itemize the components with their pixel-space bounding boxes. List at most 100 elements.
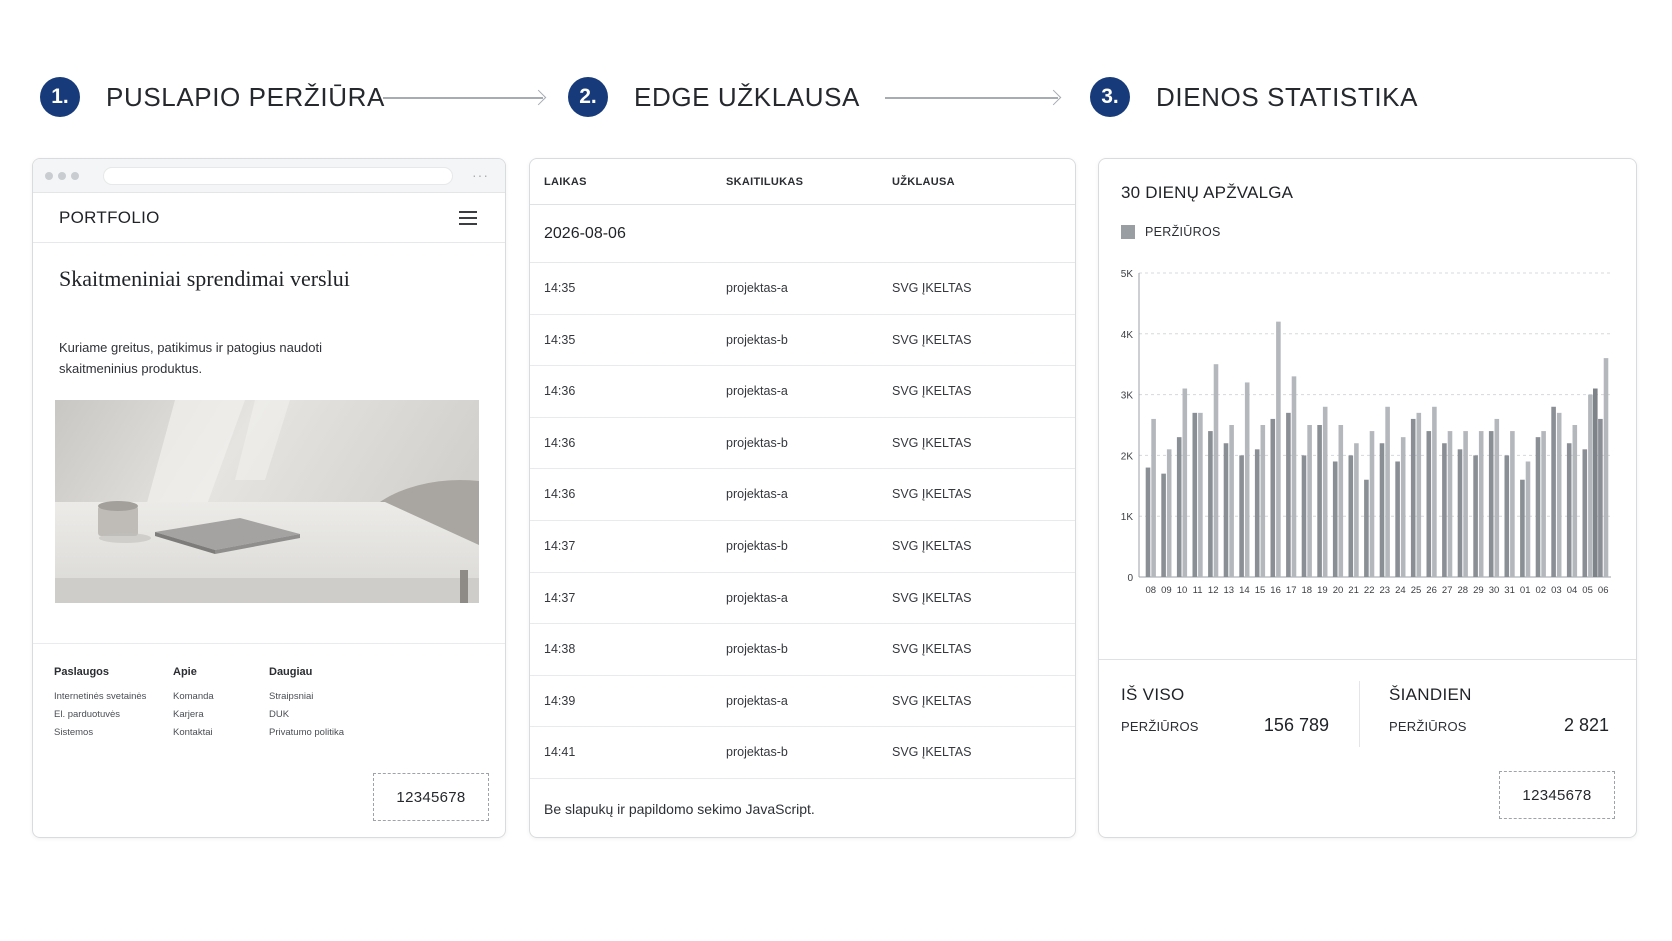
chart-bar — [1582, 449, 1588, 577]
footer-column-more: Daugiau Straipsniai DUK Privatumo politi… — [269, 666, 344, 742]
x-tick-label: 21 — [1348, 585, 1359, 596]
chart-bar — [1369, 431, 1375, 577]
chart-bar — [1447, 431, 1453, 577]
cell-request: SVG ĮKELTAS — [892, 538, 972, 553]
chart-bar — [1603, 358, 1609, 577]
cell-request: SVG ĮKELTAS — [892, 384, 972, 399]
step-1-header: 1. PUSLAPIO PERŽIŪRA — [40, 76, 385, 118]
x-tick-label: 10 — [1177, 585, 1188, 596]
x-tick-label: 20 — [1333, 585, 1344, 596]
cell-time: 14:37 — [544, 538, 576, 553]
x-tick-label: 13 — [1224, 585, 1235, 596]
cell-request: SVG ĮKELTAS — [892, 281, 972, 295]
x-tick-label: 22 — [1364, 585, 1375, 596]
y-tick-label: 4K — [1121, 330, 1134, 341]
chart-bar — [1166, 449, 1172, 577]
footer-link[interactable]: Straipsniai — [269, 691, 314, 702]
chart-bar — [1541, 431, 1546, 577]
x-tick-label: 03 — [1551, 585, 1562, 596]
legend-label: PERŽIŪROS — [1145, 225, 1221, 239]
chart-bar — [1307, 425, 1312, 577]
chart-bar — [1457, 449, 1463, 577]
chart-bar — [1593, 388, 1598, 577]
cell-counter: projektas-b — [726, 642, 788, 657]
chart-bar — [1463, 431, 1468, 577]
x-tick-label: 08 — [1146, 585, 1157, 596]
chart-bar — [1239, 455, 1244, 577]
footer-link[interactable]: Komanda — [173, 691, 214, 702]
hamburger-menu-icon[interactable] — [459, 211, 477, 225]
divider — [1099, 659, 1636, 660]
window-dot-icon — [58, 172, 66, 180]
chart-bar — [1338, 425, 1344, 577]
hero-image-desk-laptop — [55, 400, 479, 603]
footer-link[interactable]: Kontaktai — [173, 727, 213, 738]
footer-heading: Daugiau — [269, 666, 313, 678]
chart-bar — [1223, 443, 1229, 577]
chart-bar — [1291, 376, 1297, 577]
cell-counter: projektas-a — [726, 693, 788, 708]
table-header: LAIKAS SKAITILUKAS UŽKLAUSA — [530, 159, 1075, 205]
footer-column-about: Apie Komanda Karjera Kontaktai — [173, 666, 214, 742]
more-options-icon[interactable]: ··· — [472, 167, 489, 183]
chart-bar — [1276, 321, 1281, 577]
window-dot-icon — [71, 172, 79, 180]
address-bar[interactable] — [103, 167, 453, 185]
cell-request: SVG ĮKELTAS — [892, 332, 972, 347]
chart-bar — [1525, 461, 1531, 577]
chart-bar — [1332, 461, 1338, 577]
y-tick-label: 2K — [1121, 451, 1134, 462]
footer-link[interactable]: Karjera — [173, 709, 204, 720]
site-brand[interactable]: PORTFOLIO — [59, 208, 160, 227]
chart-bar — [1551, 406, 1556, 577]
x-tick-label: 01 — [1520, 585, 1531, 596]
total-label: PERŽIŪROS — [1121, 719, 1199, 734]
x-tick-label: 26 — [1426, 585, 1437, 596]
cell-counter: projektas-a — [726, 487, 788, 502]
footer-link[interactable]: Privatumo politika — [269, 727, 344, 738]
chart-bar — [1192, 412, 1198, 577]
footer-link[interactable]: DUK — [269, 709, 290, 720]
chart-bar — [1379, 443, 1385, 577]
chart-bar — [1566, 443, 1572, 577]
cell-request: SVG ĮKELTAS — [892, 642, 972, 657]
chart-bar — [1598, 418, 1603, 577]
chart-bar — [1494, 418, 1500, 577]
step-2-number: 2. — [568, 77, 608, 117]
footer-link[interactable]: El. parduotuvės — [54, 709, 121, 720]
arrow-right-icon — [885, 97, 1058, 99]
chart-bar — [1198, 412, 1203, 577]
x-tick-label: 11 — [1193, 585, 1203, 596]
step-2-header: 2. EDGE UŽKLAUSA — [568, 76, 860, 118]
cell-counter: projektas-a — [726, 281, 788, 295]
column-header-counter: SKAITILUKAS — [726, 176, 804, 188]
log-date: 2026-08-06 — [544, 225, 626, 242]
x-tick-label: 28 — [1458, 585, 1469, 596]
chart-bar — [1182, 388, 1188, 577]
chart-bar — [1416, 412, 1422, 577]
total-heading: IŠ VISO — [1121, 685, 1185, 704]
visit-counter-badge: 12345678 — [1499, 771, 1615, 819]
chart-bar — [1510, 431, 1515, 577]
footer-link[interactable]: Sistemos — [54, 727, 94, 738]
x-tick-label: 18 — [1302, 585, 1313, 596]
y-tick-label: 0 — [1127, 573, 1133, 584]
date-group-row: 2026-08-06 — [530, 205, 1075, 263]
request-log-panel: LAIKAS SKAITILUKAS UŽKLAUSA 2026-08-06 1… — [529, 158, 1076, 838]
chart-bar — [1572, 425, 1578, 577]
chart-bar — [1176, 437, 1182, 577]
today-label: PERŽIŪROS — [1389, 719, 1467, 734]
arrow-right-icon — [383, 97, 543, 99]
cell-request: SVG ĮKELTAS — [892, 693, 972, 708]
step-3-header: 3. DIENOS STATISTIKA — [1090, 76, 1418, 118]
chart-bar — [1410, 418, 1416, 577]
cell-request: SVG ĮKELTAS — [892, 590, 972, 605]
chart-bar — [1317, 425, 1322, 577]
footer-link[interactable]: Internetinės svetainės — [54, 691, 147, 702]
